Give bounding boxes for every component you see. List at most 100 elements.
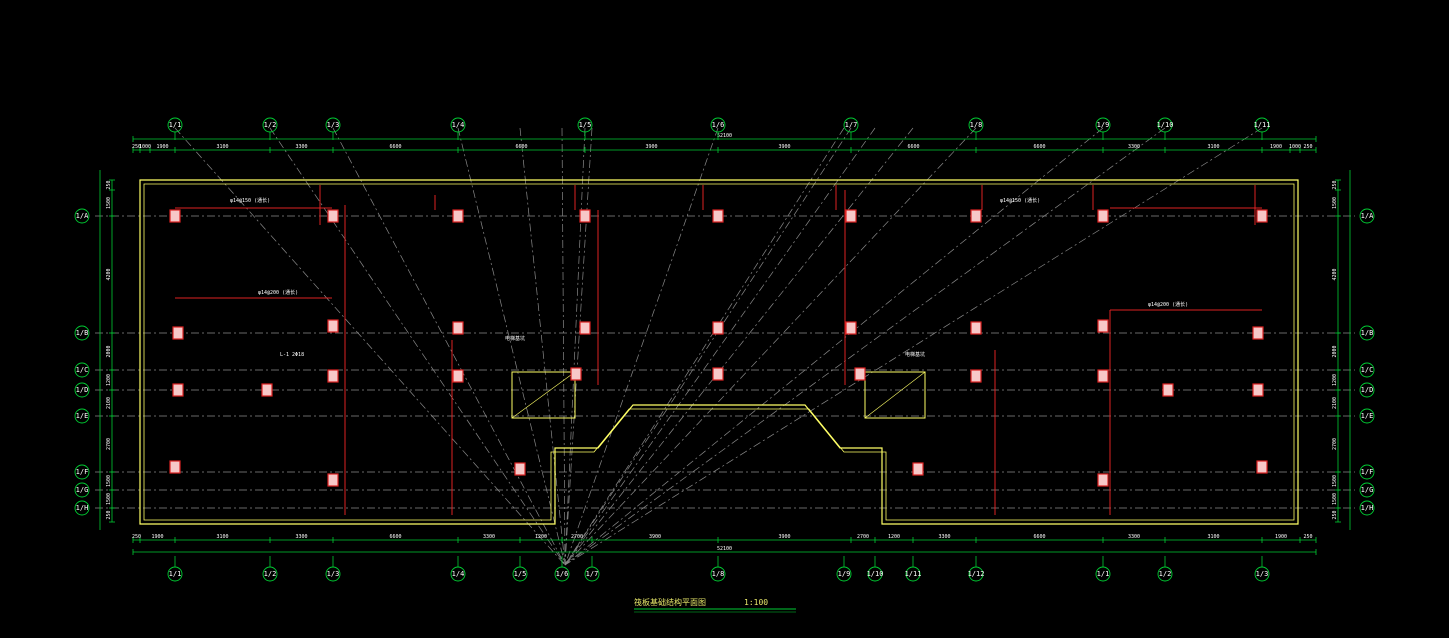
top-total-dim-label: 52100 <box>717 133 732 139</box>
column <box>970 369 982 383</box>
drawing-title-block: 筏板基础结构平面图 1:100 <box>634 597 796 613</box>
column <box>912 462 924 476</box>
foundation-outline <box>139 179 1299 525</box>
axis-bubble-label: 1/D <box>1361 386 1374 394</box>
right-dim-label: 2000 <box>1332 345 1338 357</box>
grid-col-line <box>564 127 719 566</box>
axis-bubble-circle <box>74 362 90 378</box>
top-dim-label: 3300 <box>1128 144 1140 150</box>
left-dim-label: 4200 <box>106 268 112 280</box>
axis-bubble-label: 1/B <box>1361 329 1374 337</box>
axis-bubble: 1/2 <box>1157 566 1173 582</box>
axis-bubble-circle <box>1359 500 1375 516</box>
column-markers <box>169 209 1268 487</box>
axis-bubble-label: 1/3 <box>327 121 340 129</box>
right-dim-label: 2700 <box>1332 438 1338 450</box>
bottom-dim-label: 1900 <box>151 534 163 540</box>
pit-diagonal <box>864 371 926 419</box>
axis-bubble: 1/8 <box>968 117 984 133</box>
axis-bubble-label: 1/11 <box>905 570 922 578</box>
left-dim-label: 1500 <box>106 197 112 209</box>
left-dim-label: 2000 <box>106 345 112 357</box>
grid-col-line <box>564 127 586 566</box>
top-dim-label: 3900 <box>645 144 657 150</box>
foundation-edge <box>143 183 1295 521</box>
axis-bubble: 1/11 <box>905 566 922 582</box>
axis-bubble: 1/9 <box>1095 117 1111 133</box>
axis-bubble: 1/11 <box>1254 117 1270 133</box>
axis-bubble: 1/1 <box>1095 566 1111 582</box>
axis-bubble-label: 1/3 <box>327 570 340 578</box>
axis-bubble-label: 1/8 <box>712 570 725 578</box>
axis-bubble-label: 1/10 <box>867 570 884 578</box>
pit-diagonal <box>511 371 576 419</box>
top-dim-label: 1000 <box>1289 144 1301 150</box>
column <box>970 209 982 223</box>
axis-bubble: 1/C <box>1359 362 1375 378</box>
bottom-dim-label: 6600 <box>1033 534 1045 540</box>
axis-bubble: 1/1 <box>167 566 183 582</box>
axis-bubble: 1/6 <box>554 566 570 582</box>
column <box>327 473 339 487</box>
axis-bubble-label: 1/B <box>76 329 89 337</box>
pit-note: 电梯基坑 <box>905 351 925 358</box>
pit-note: 电梯基坑 <box>505 335 525 342</box>
axis-bubble: 1/5 <box>512 566 528 582</box>
grid-col-line <box>332 127 566 566</box>
left-dim-label: 250 <box>106 510 112 519</box>
column <box>514 462 526 476</box>
axis-bubble-label: 1/7 <box>845 121 858 129</box>
grid-col-line <box>564 127 876 566</box>
column <box>970 321 982 335</box>
axis-bubble: 1/1 <box>167 117 183 133</box>
axis-bubble: 1/7 <box>584 566 600 582</box>
axis-bubble-label: 1/H <box>1361 504 1374 512</box>
column <box>261 383 273 397</box>
axis-bubble-label: 1/5 <box>579 121 592 129</box>
axis-bubble-label: 1/C <box>76 366 89 374</box>
axis-bubble-label: 1/H <box>76 504 89 512</box>
elevator-pit <box>511 371 576 419</box>
column <box>712 209 724 223</box>
grid-col-line <box>564 127 1104 566</box>
axis-bubble: 1/H <box>74 500 90 516</box>
column <box>172 326 184 340</box>
axis-bubble-label: 1/3 <box>1256 570 1269 578</box>
axis-bubble-label: 1/10 <box>1157 121 1174 129</box>
grid-col-line <box>564 127 593 566</box>
bottom-dim-label: 3300 <box>938 534 950 540</box>
left-dim-label: 250 <box>106 180 112 189</box>
top-dim-label: 1900 <box>1270 144 1282 150</box>
axis-bubble-label: 1/6 <box>556 570 569 578</box>
axis-bubble-label: 1/G <box>1361 486 1374 494</box>
top-dim-label: 6600 <box>389 144 401 150</box>
axis-bubble-circle <box>1359 482 1375 498</box>
right-dim-label: 250 <box>1332 180 1338 189</box>
axis-bubble: 1/G <box>1359 482 1375 498</box>
axis-bubble-circle <box>1359 362 1375 378</box>
axis-bubble-label: 1/C <box>1361 366 1374 374</box>
bottom-dim-label: 3100 <box>216 534 228 540</box>
grid-col-line <box>564 127 845 566</box>
column <box>579 209 591 223</box>
axis-bubble-circle <box>1359 464 1375 480</box>
column <box>172 383 184 397</box>
axis-bubble-label: 1/6 <box>712 121 725 129</box>
axis-bubble-circle <box>1359 208 1375 224</box>
grid-col-line <box>564 127 977 566</box>
bottom-dim-label: 3900 <box>649 534 661 540</box>
top-dim-label: 3100 <box>1207 144 1219 150</box>
axis-bubble-label: 1/2 <box>264 570 277 578</box>
axis-bubble: 1/D <box>1359 382 1375 398</box>
axis-bubble-circle <box>1359 382 1375 398</box>
axis-bubble-circle <box>74 382 90 398</box>
beam-note: L-1 2Φ18 <box>280 352 304 358</box>
bottom-dim-label: 2700 <box>571 534 583 540</box>
axis-bubble-label: 1/G <box>76 486 89 494</box>
grid-col-line <box>564 127 852 566</box>
axis-bubble: 1/G <box>74 482 90 498</box>
axis-bubble: 1/D <box>74 382 90 398</box>
